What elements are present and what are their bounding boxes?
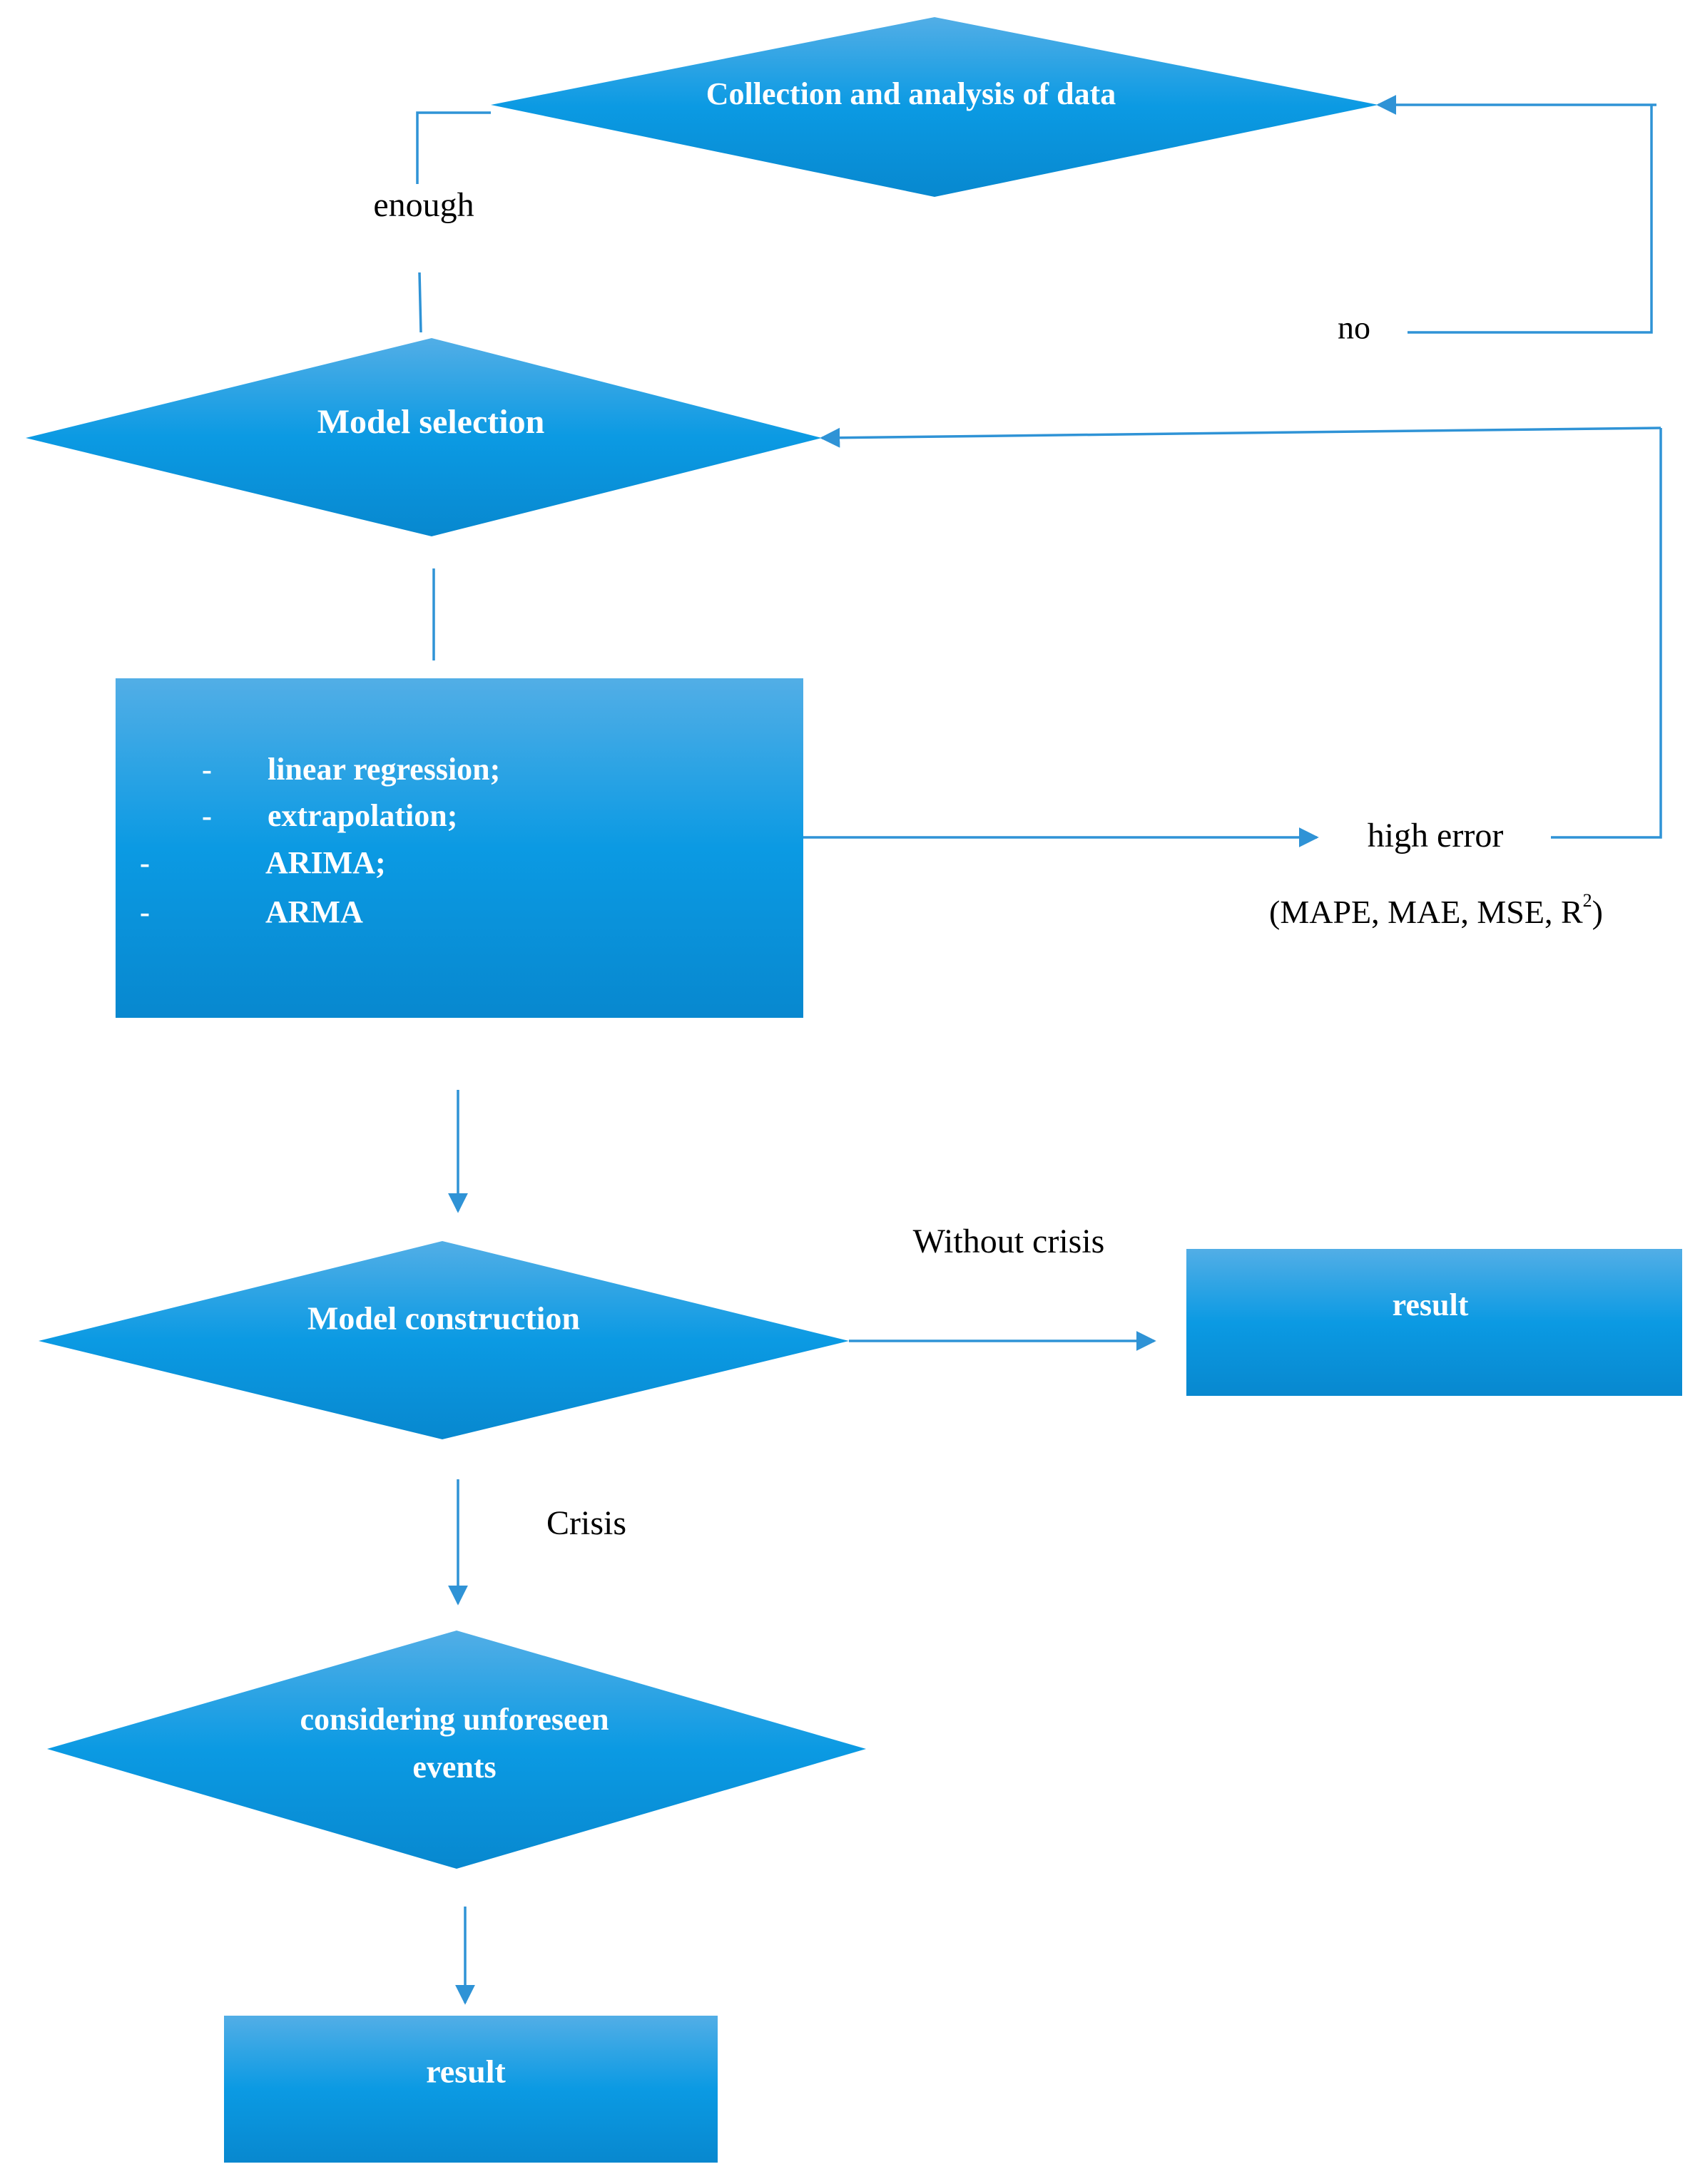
box-result-bottom <box>224 2016 718 2163</box>
diamond-model-selection <box>26 338 822 536</box>
edge-label-enough: enough <box>373 186 474 224</box>
node-unforeseen-label-line2: events <box>412 1750 496 1785</box>
node-result-right: result <box>1186 1249 1682 1396</box>
node-model-construction: Model construction <box>39 1241 849 1439</box>
edge-label-crisis: Crisis <box>546 1504 626 1542</box>
metrics-close: ) <box>1592 894 1603 930</box>
connector-error-loop <box>1551 428 1662 839</box>
methods-item-bullet-2: - <box>202 800 212 833</box>
connector-no-loop <box>1408 105 1653 334</box>
node-result-right-label: result <box>1393 1287 1469 1322</box>
node-collection-label: Collection and analysis of data <box>706 76 1116 111</box>
box-result-right <box>1186 1249 1682 1396</box>
node-model-selection: Model selection <box>26 338 822 536</box>
methods-item-bullet-4: - <box>140 897 150 929</box>
methods-item-3: ARIMA; <box>265 845 386 880</box>
node-model-construction-label: Model construction <box>307 1300 580 1337</box>
edge-label-without-crisis: Without crisis <box>913 1223 1105 1260</box>
node-unforeseen-label-line1: considering unforeseen <box>300 1702 609 1737</box>
diamond-unforeseen <box>47 1631 866 1869</box>
connectors <box>416 95 1662 2005</box>
connector-enough <box>416 111 491 184</box>
edge-label-high-error: high error <box>1368 817 1504 854</box>
box-methods <box>116 678 803 1018</box>
node-unforeseen: considering unforeseen events <box>47 1631 866 1869</box>
diamond-model-construction <box>39 1241 849 1439</box>
methods-item-1: linear regression; <box>268 752 500 787</box>
metrics-superscript: 2 <box>1583 890 1592 911</box>
methods-item-4: ARMA <box>265 894 363 929</box>
node-collection: Collection and analysis of data <box>491 17 1378 197</box>
diamond-collection <box>491 17 1378 197</box>
node-result-bottom-label: result <box>426 2053 506 2090</box>
node-result-bottom: result <box>224 2016 718 2163</box>
node-methods: - linear regression; - extrapolation; - … <box>116 678 803 1018</box>
methods-item-bullet-1: - <box>202 754 212 787</box>
edge-label-metrics: (MAPE, MAE, MSE, R2) <box>1269 890 1603 930</box>
node-model-selection-label: Model selection <box>317 403 545 441</box>
metrics-main: (MAPE, MAE, MSE, R <box>1269 894 1583 930</box>
methods-item-2: extrapolation; <box>268 798 457 833</box>
methods-item-bullet-3: - <box>140 847 150 880</box>
connector-enough-lower <box>418 272 422 333</box>
edge-label-no: no <box>1338 310 1370 346</box>
connector-error-arrow <box>820 427 1661 448</box>
